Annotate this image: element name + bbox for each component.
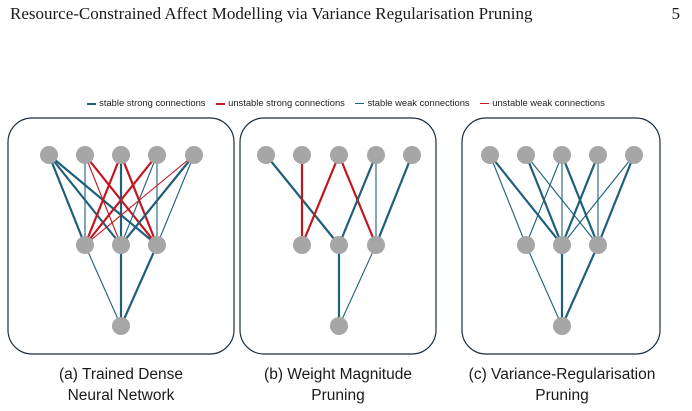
node-output (330, 317, 348, 335)
node-input-1 (76, 146, 94, 164)
connection-h0-o (84, 244, 122, 327)
caption-line: Pruning (535, 387, 589, 404)
running-head: Resource-Constrained Affect Modelling vi… (0, 0, 692, 30)
panel-b-edges (264, 153, 414, 328)
caption-line: (c) Variance-Regularisation (468, 366, 656, 383)
legend-item-unstable-strong: unstable strong connections (216, 97, 345, 108)
caption-line: (b) Weight Magnitude (264, 366, 412, 383)
node-input-2 (330, 146, 348, 164)
legend-swatch-unstable-strong (216, 102, 226, 105)
caption-line: Neural Network (67, 387, 175, 404)
legend-label: unstable strong connections (228, 97, 345, 109)
panel-a-edges (47, 153, 196, 328)
legend-item-stable-strong: stable strong connections (87, 97, 206, 109)
node-hidden-0 (517, 236, 535, 254)
running-title: Resource-Constrained Affect Modelling vi… (10, 4, 533, 23)
connection-h2-o (560, 243, 600, 328)
connection-h2-o (338, 244, 377, 327)
node-input-0 (481, 146, 499, 164)
node-hidden-2 (367, 236, 385, 254)
connection-i2-h0 (300, 153, 341, 247)
node-input-3 (367, 146, 385, 164)
caption-panel-c: (c) Variance-Regularisation Pruning (462, 364, 662, 406)
panel-b-nodes (257, 146, 421, 335)
connection-i4-h2 (596, 153, 636, 247)
legend-label: stable weak connections (367, 97, 470, 109)
legend-item-stable-weak: stable weak connections (355, 97, 470, 109)
node-input-3 (589, 146, 607, 164)
caption-panel-a: (a) Trained Dense Neural Network (21, 364, 221, 406)
node-hidden-1 (330, 236, 348, 254)
node-hidden-1 (553, 236, 571, 254)
node-hidden-1 (112, 236, 130, 254)
connection-i2-h0 (525, 154, 563, 246)
page-number: 5 (671, 4, 681, 23)
connection-i4-h1 (561, 154, 635, 246)
node-hidden-0 (293, 236, 311, 254)
legend-item-unstable-weak: unstable weak connections (480, 97, 605, 108)
connection-i2-h0 (83, 153, 123, 247)
node-hidden-2 (148, 236, 166, 254)
connection-i4-h1 (119, 153, 196, 247)
node-input-2 (112, 146, 130, 164)
legend-swatch-stable-strong (87, 102, 97, 105)
legend-swatch-stable-weak (355, 103, 365, 105)
caption-line: (a) Trained Dense (58, 366, 184, 383)
caption-line: Pruning (311, 387, 365, 404)
connection-i3-h1 (337, 153, 378, 247)
legend: stable strong connections unstable stron… (0, 96, 692, 108)
panel-c-frame (461, 117, 661, 355)
panel-c-nodes (481, 146, 643, 335)
panel-b-frame (239, 117, 437, 355)
connection-i4-h2 (156, 154, 195, 246)
legend-label: stable strong connections (99, 97, 206, 109)
node-hidden-0 (76, 236, 94, 254)
connection-i0-h1 (488, 153, 564, 247)
node-input-0 (40, 146, 58, 164)
connection-h2-o (119, 243, 159, 328)
legend-swatch-unstable-weak (480, 103, 490, 105)
panel-c-edges (488, 153, 636, 328)
node-hidden-2 (589, 236, 607, 254)
legend-label: unstable weak connections (492, 97, 605, 109)
node-input-4 (403, 146, 421, 164)
caption-panel-b: (b) Weight Magnitude Pruning (238, 364, 438, 406)
connection-i4-h0 (84, 154, 195, 246)
panel-a-nodes (40, 146, 203, 335)
node-input-0 (257, 146, 275, 164)
node-input-1 (517, 146, 535, 164)
panel-a-frame (7, 117, 235, 355)
connection-h0-o (525, 244, 563, 327)
node-input-2 (553, 146, 571, 164)
connection-i3-h1 (560, 153, 600, 247)
node-input-1 (293, 146, 311, 164)
connection-i4-h2 (374, 153, 414, 247)
connection-i3-h0 (83, 153, 159, 247)
node-input-3 (148, 146, 166, 164)
node-output (112, 317, 130, 335)
node-input-4 (625, 146, 643, 164)
connection-i0-h0 (47, 153, 87, 247)
node-output (553, 317, 571, 335)
node-input-4 (185, 146, 203, 164)
connection-i0-h0 (489, 154, 527, 246)
